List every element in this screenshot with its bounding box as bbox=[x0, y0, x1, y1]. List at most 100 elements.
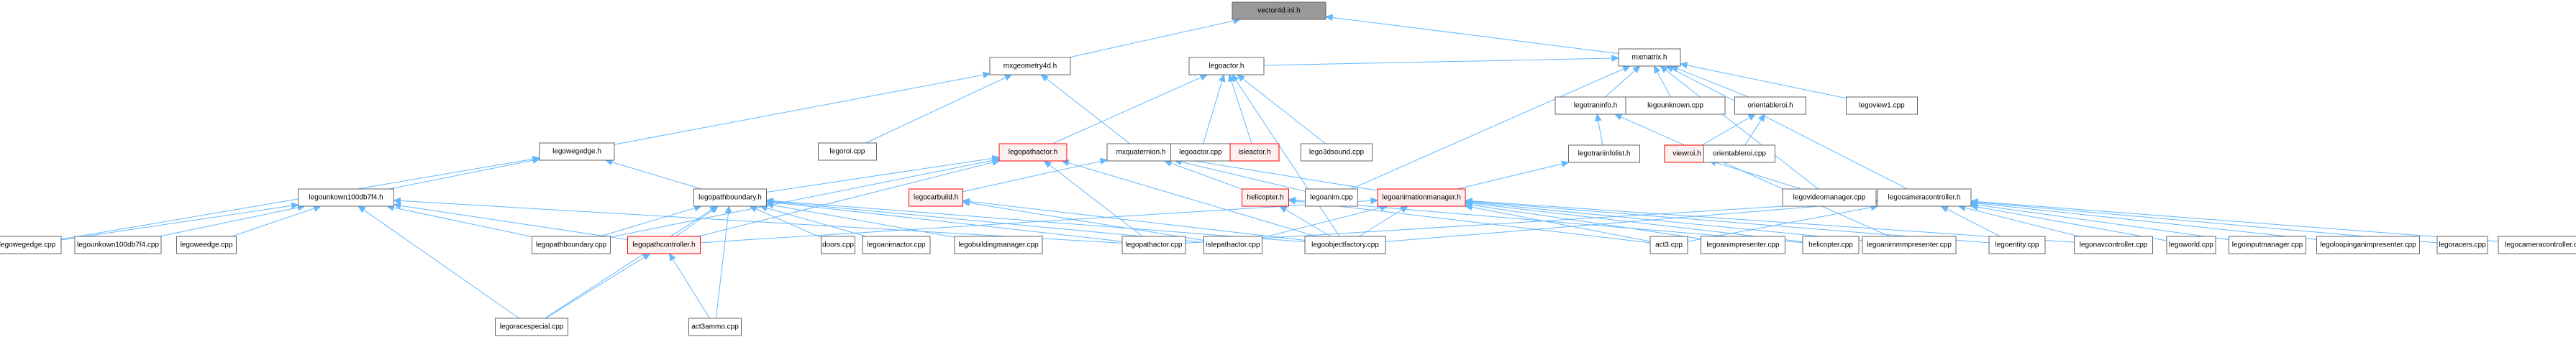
graph-node-legoroi-cpp[interactable]: legoroi.cpp bbox=[818, 142, 877, 161]
node-label: helicopter.cpp bbox=[1808, 241, 1853, 249]
arrowhead-icon bbox=[962, 198, 970, 205]
graph-node-islepathactor-cpp[interactable]: islepathactor.cpp bbox=[1203, 236, 1262, 254]
node-box bbox=[0, 236, 62, 254]
edge-legopathboundary-h-to-legopathactor-h bbox=[766, 157, 993, 193]
graph-node-orientableroi-cpp[interactable]: orientableroi.cpp bbox=[1703, 144, 1775, 163]
edge-legoentity-cpp-to-legoanimationmanager-h bbox=[1471, 201, 1990, 244]
graph-node-legoactor-h[interactable]: legoactor.h bbox=[1188, 57, 1265, 75]
graph-node-legopathcontroller-h[interactable]: legopathcontroller.h bbox=[627, 236, 701, 254]
graph-node-legoanimationmanager-h[interactable]: legoanimationmanager.h bbox=[1377, 188, 1466, 207]
arrowhead-icon bbox=[1660, 65, 1668, 73]
edge-legopathactor-cpp-to-legocameracontroller-h bbox=[1185, 200, 1872, 244]
graph-node-legobuildingmanager-cpp[interactable]: legobuildingmanager.cpp bbox=[954, 236, 1043, 254]
node-box bbox=[495, 318, 568, 336]
graph-node-legoloopinganimpresenter-cpp[interactable]: legoloopinganimpresenter.cpp bbox=[2316, 236, 2420, 254]
node-box bbox=[1377, 188, 1466, 207]
graph-node-legounknown-cpp[interactable]: legounknown.cpp bbox=[1625, 96, 1726, 115]
arrowhead-icon bbox=[1199, 74, 1209, 81]
graph-node-orientableroi-h[interactable]: orientableroi.h bbox=[1734, 96, 1806, 115]
node-label: legoanim.cpp bbox=[1310, 194, 1353, 202]
node-box bbox=[2229, 236, 2306, 254]
arrowhead-icon bbox=[1653, 65, 1661, 74]
graph-node-legoworld-cpp[interactable]: legoworld.cpp bbox=[2166, 236, 2216, 254]
node-label: legoanimactor.cpp bbox=[867, 241, 926, 249]
graph-node-act3ammo-cpp[interactable]: act3ammo.cpp bbox=[688, 318, 742, 336]
edge-legoloopinganimpresenter-cpp-to-legocameracontroller-h bbox=[1977, 203, 2317, 240]
node-box bbox=[818, 142, 877, 161]
edge-helicopter-cpp-to-legoanimationmanager-h bbox=[1471, 203, 1803, 242]
graph-node-legoanimmmpresenter-cpp[interactable]: legoanimmmpresenter.cpp bbox=[1862, 236, 1957, 254]
graph-node-legotraninfolist-h[interactable]: legotraninfolist.h bbox=[1568, 144, 1640, 163]
node-box bbox=[1846, 96, 1918, 115]
edge-legoobjectfactory-cpp-to-legopathactor-h bbox=[1068, 162, 1316, 237]
arrowhead-icon bbox=[1595, 113, 1602, 122]
graph-node-legoactor-cpp[interactable]: legoactor.cpp bbox=[1170, 143, 1231, 162]
node-label: legowegedge.cpp bbox=[0, 241, 56, 249]
graph-node-legocameracontroller-h[interactable]: legocameracontroller.h bbox=[1877, 188, 1972, 207]
graph-node-mxgeometry4d-h[interactable]: mxgeometry4d.h bbox=[989, 57, 1071, 75]
graph-node-legoentity-cpp[interactable]: legoentity.cpp bbox=[1988, 236, 2046, 254]
edge-legoactor-cpp-to-legoactor-h bbox=[1203, 80, 1223, 144]
edge-act3ammo-cpp-to-legopathboundary-h bbox=[715, 212, 729, 319]
graph-node-legoanimactor-cpp[interactable]: legoanimactor.cpp bbox=[862, 236, 931, 254]
graph-node-legopathboundary-h[interactable]: legopathboundary.h bbox=[693, 188, 767, 207]
graph-node-legoanim-cpp[interactable]: legoanim.cpp bbox=[1305, 188, 1358, 207]
graph-node-legovideomanager-cpp[interactable]: legovideomanager.cpp bbox=[1782, 188, 1877, 207]
graph-node-legotraninfo-h[interactable]: legotraninfo.h bbox=[1555, 96, 1637, 115]
graph-node-legopathboundary-cpp[interactable]: legopathboundary.cpp bbox=[532, 236, 611, 254]
edge-legoview1-cpp-to-mxmatrix-h bbox=[1686, 65, 1847, 99]
graph-node-legoview1-cpp[interactable]: legoview1.cpp bbox=[1846, 96, 1918, 115]
graph-node-legowegedge-h[interactable]: legowegedge.h bbox=[539, 142, 615, 161]
graph-node-act3-cpp[interactable]: act3.cpp bbox=[1649, 236, 1688, 254]
arrowhead-icon bbox=[724, 205, 732, 213]
edge-legoentity-cpp-to-legocameracontroller-h bbox=[1947, 208, 2001, 237]
arrowhead-icon bbox=[1099, 157, 1109, 165]
edge-legotraninfo-h-to-mxmatrix-h bbox=[1605, 70, 1636, 98]
graph-node-legounkown100db7f4-h[interactable]: legounkown100db7f4.h bbox=[298, 188, 394, 207]
arrowhead-icon bbox=[1040, 74, 1049, 82]
node-label: lego3dsound.cpp bbox=[1309, 149, 1365, 157]
graph-node-legonavcontroller-cpp[interactable]: legonavcontroller.cpp bbox=[2074, 236, 2153, 254]
graph-node-mxquaternion-h[interactable]: mxquaternion.h bbox=[1106, 143, 1175, 162]
graph-node-legoweedge-cpp[interactable]: legoweedge.cpp bbox=[176, 236, 237, 254]
arrowhead-icon bbox=[1464, 198, 1473, 205]
arrowhead-icon bbox=[393, 197, 401, 205]
node-box bbox=[1664, 144, 1710, 163]
graph-node-legounkown100db7f4-cpp[interactable]: legounkown100db7f4.cpp bbox=[74, 236, 162, 254]
node-box bbox=[539, 142, 615, 161]
node-label: legounkown100db7f4.h bbox=[309, 194, 383, 202]
graph-node-doors-cpp[interactable]: doors.cpp bbox=[821, 236, 855, 254]
node-label: legoloopinganimpresenter.cpp bbox=[2320, 241, 2416, 249]
graph-node-legocameracontroller-cpp[interactable]: legocameracontroller.cpp bbox=[2498, 236, 2576, 254]
graph-node-legocarbuild-h[interactable]: legocarbuild.h bbox=[909, 188, 963, 207]
node-label: legoroi.cpp bbox=[830, 148, 865, 156]
node-label: legowegedge.h bbox=[552, 148, 601, 156]
node-box bbox=[2074, 236, 2153, 254]
graph-node-helicopter-h[interactable]: helicopter.h bbox=[1242, 188, 1289, 207]
node-box bbox=[1242, 188, 1289, 207]
edge-legonavcontroller-cpp-to-legocameracontroller-h bbox=[1965, 207, 2080, 237]
graph-node-legopathactor-h[interactable]: legopathactor.h bbox=[998, 143, 1068, 162]
graph-node-lego3dsound-cpp[interactable]: lego3dsound.cpp bbox=[1301, 143, 1373, 162]
edge-legonavcontroller-cpp-to-legoanimationmanager-h bbox=[1471, 200, 2075, 243]
edge-legoobjectfactory-cpp-to-legocameracontroller-h bbox=[1385, 201, 1872, 242]
graph-node-viewroi-h[interactable]: viewroi.h bbox=[1664, 144, 1710, 163]
node-label: vector4d.inl.h bbox=[1257, 7, 1300, 15]
graph-node-legoanimpresenter-cpp[interactable]: legoanimpresenter.cpp bbox=[1701, 236, 1785, 254]
arrowhead-icon bbox=[532, 155, 541, 163]
graph-node-legoinputmanager-cpp[interactable]: legoinputmanager.cpp bbox=[2229, 236, 2306, 254]
graph-node-helicopter-cpp[interactable]: helicopter.cpp bbox=[1802, 236, 1860, 254]
arrowhead-icon bbox=[1665, 65, 1675, 73]
graph-node-legoracers-cpp[interactable]: legoracers.cpp bbox=[2436, 236, 2488, 254]
graph-node-isleactor-h[interactable]: isleactor.h bbox=[1229, 143, 1280, 162]
graph-node-legowegedge-cpp[interactable]: legowegedge.cpp bbox=[0, 236, 62, 254]
graph-node-legoracespecial-cpp[interactable]: legoracespecial.cpp bbox=[495, 318, 568, 336]
graph-node-mxmatrix-h[interactable]: mxmatrix.h bbox=[1618, 48, 1681, 67]
arrowhead-icon bbox=[765, 197, 774, 205]
edge-legotraninfolist-h-to-legotraninfo-h bbox=[1598, 120, 1603, 146]
node-label: legounkown100db7f4.cpp bbox=[77, 241, 159, 249]
graph-node-legopathactor-cpp[interactable]: legopathactor.cpp bbox=[1121, 236, 1186, 254]
edge-legounknown-cpp-to-mxmatrix-h bbox=[1657, 71, 1671, 98]
graph-node-legoobjectfactory-cpp[interactable]: legoobjectfactory.cpp bbox=[1304, 236, 1386, 254]
graph-node-vector4d-inl-h[interactable]: vector4d.inl.h bbox=[1232, 1, 1326, 20]
